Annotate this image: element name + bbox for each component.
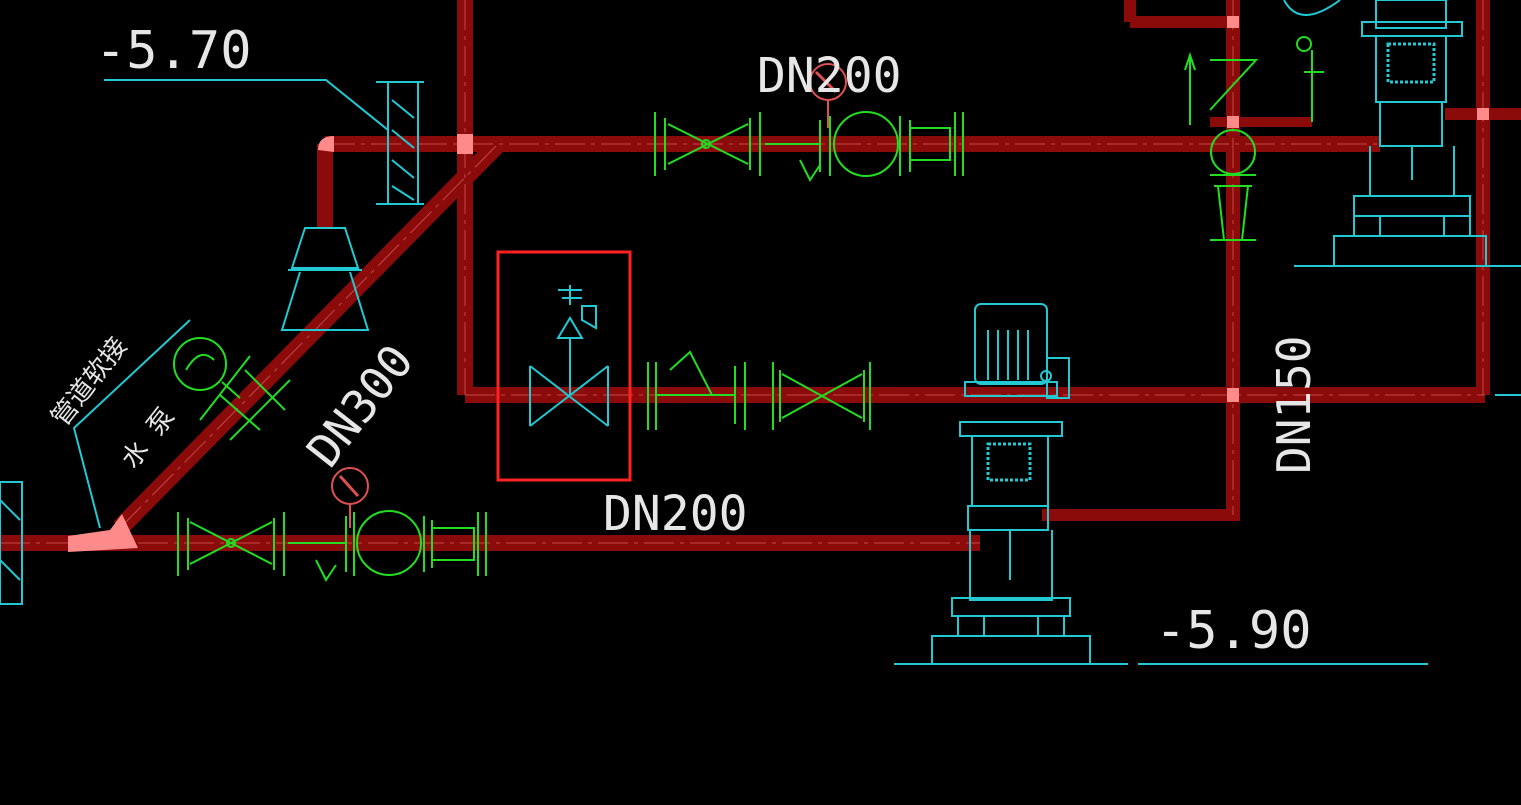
tee-joint-top-right <box>1227 116 1239 128</box>
tee-joint-upper-right <box>1227 16 1239 28</box>
equipment <box>0 0 1521 665</box>
control-valve[interactable] <box>529 285 609 427</box>
flow-meter-icon <box>173 337 227 391</box>
dn300-label: DN300 <box>296 334 424 476</box>
pipe-joints <box>68 16 1489 552</box>
valve-group-middle <box>647 350 871 430</box>
pressure-gauge-top <box>809 63 847 128</box>
elevation-label-bottom: -5.90 <box>1155 601 1312 661</box>
dn200-label-middle: DN200 <box>603 486 748 542</box>
valve-group-bottom <box>177 510 487 582</box>
selection-box[interactable] <box>496 250 632 482</box>
flexible-joint-left <box>0 481 23 605</box>
annotation-leader <box>72 79 389 529</box>
elevation-label-top: -5.70 <box>95 21 252 81</box>
valve-diagonal <box>173 337 291 441</box>
note-flexible-joint: 管道软接 <box>46 332 134 432</box>
valve-group-right <box>1184 36 1324 241</box>
valve-group-top <box>654 111 964 182</box>
tee-joint-top <box>457 134 473 154</box>
dn200-label-top: DN200 <box>757 48 902 104</box>
pipe-centerlines <box>0 0 1485 544</box>
valves <box>173 36 1324 582</box>
wye-joint-bottom-left <box>68 514 138 552</box>
pump-right <box>1283 0 1521 267</box>
labels: -5.70 DN200 DN200 DN300 DN150 -5.90 管道软接… <box>46 21 1321 661</box>
tee-joint-middle-right <box>1227 388 1239 402</box>
pressure-gauges <box>331 63 847 528</box>
flexible-joint-top <box>376 81 424 205</box>
elbow-top-left <box>318 136 334 152</box>
tee-joint-far-right <box>1477 108 1489 120</box>
pump-center <box>894 303 1128 665</box>
dn150-label: DN150 <box>1267 336 1321 474</box>
pressure-gauge-bottom <box>331 467 369 528</box>
suction-bell <box>280 227 370 331</box>
